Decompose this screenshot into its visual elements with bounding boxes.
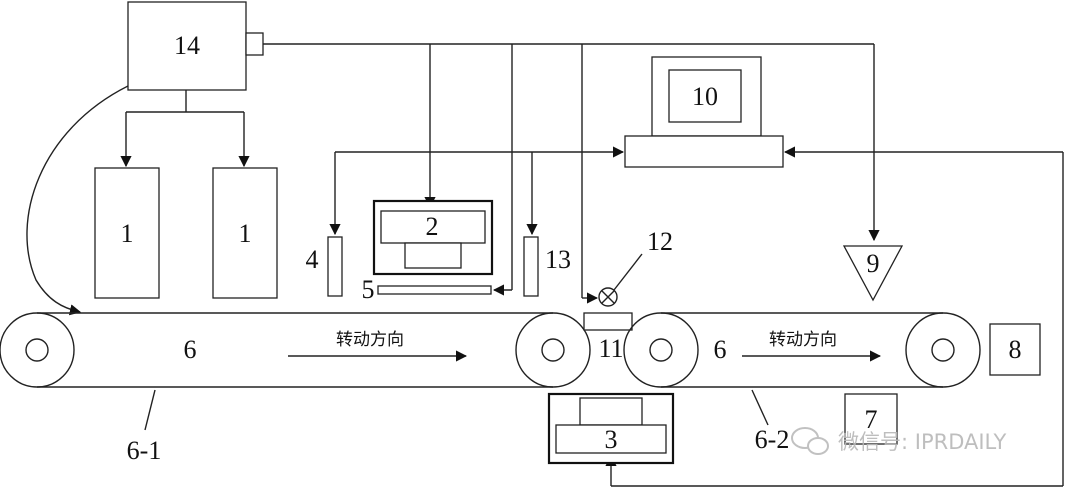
label-1-right: 1: [239, 219, 252, 248]
label-4: 4: [306, 245, 319, 274]
label-5: 5: [362, 275, 375, 304]
camera-2: 2: [372, 199, 494, 276]
label-6-right: 6: [714, 335, 727, 364]
direction-text-right: 转动方向: [769, 330, 837, 350]
unit-1-right: 1: [212, 167, 278, 299]
conveyor-6-2: 6 转动方向 6-2: [623, 312, 981, 454]
connector-10-to-4: [329, 146, 625, 236]
feed-curve-arrow: [26, 85, 129, 316]
label-9: 9: [867, 249, 880, 278]
watermark: 微信号: IPRDAILY: [791, 427, 1006, 455]
unit-1-left: 1: [94, 167, 160, 299]
valve-12: 12: [598, 227, 673, 307]
label-6-1: 6-1: [127, 436, 162, 465]
label-2: 2: [426, 212, 439, 241]
label-6-left: 6: [184, 335, 197, 364]
label-7: 7: [865, 405, 878, 434]
sensor-4: 4: [306, 236, 343, 297]
conveyor-6-1: 6 转动方向 6-1: [0, 312, 591, 465]
label-14: 14: [174, 31, 200, 60]
part-11: 11: [583, 312, 633, 363]
controller-14: 14: [127, 1, 264, 91]
label-10: 10: [692, 82, 718, 111]
feedback-loop-3-to-10: [605, 146, 1064, 487]
computer-10: 10: [624, 56, 784, 168]
bin-8: 8: [989, 323, 1041, 376]
light-5: 5: [362, 275, 492, 304]
label-1-left: 1: [121, 219, 134, 248]
connector-14-to-1: [120, 90, 250, 168]
wechat-icon: [791, 427, 829, 455]
signal-bus: [263, 43, 880, 304]
watermark-text: 微信号: IPRDAILY: [838, 430, 1006, 454]
label-3: 3: [605, 425, 618, 454]
label-12: 12: [647, 227, 673, 256]
cutter-9: 9: [842, 245, 904, 302]
camera-3: 3: [547, 392, 675, 465]
label-11: 11: [598, 334, 623, 363]
label-6-2: 6-2: [755, 425, 790, 454]
label-13: 13: [545, 245, 571, 274]
label-8: 8: [1009, 335, 1022, 364]
direction-text-left: 转动方向: [336, 330, 404, 350]
bin-7: 7: [844, 393, 898, 445]
sensor-13: 13: [523, 236, 571, 297]
